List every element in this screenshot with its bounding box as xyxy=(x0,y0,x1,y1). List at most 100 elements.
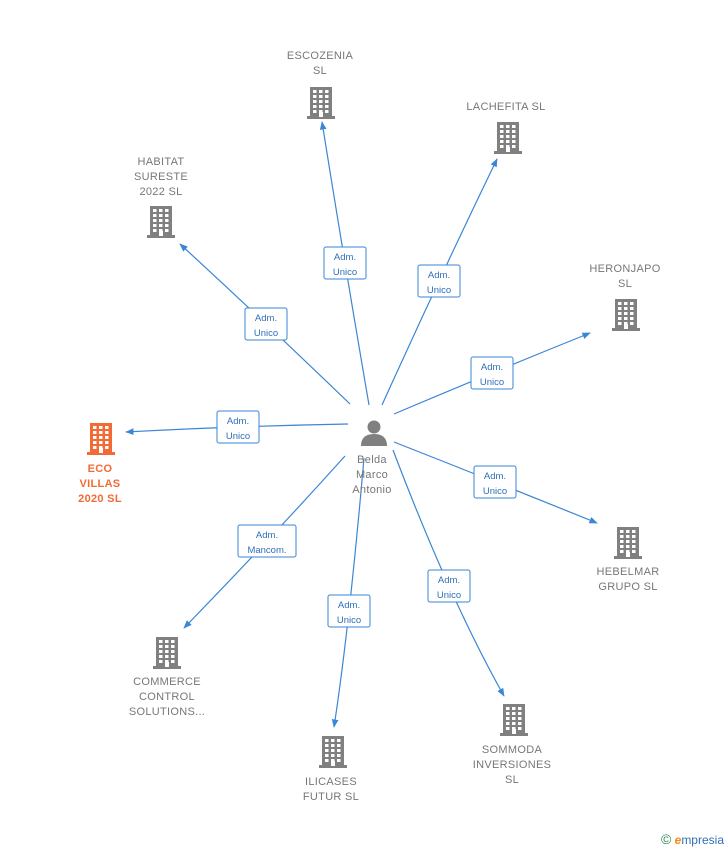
node-label-line: SL xyxy=(618,278,632,290)
role-text: Adm. xyxy=(428,270,450,281)
building-window xyxy=(624,307,628,310)
building-window xyxy=(159,209,163,212)
role-box xyxy=(473,465,517,499)
node-label-line: SOMMODA xyxy=(482,744,543,756)
building-window xyxy=(153,214,157,217)
role-badge-heronjapo[interactable]: Adm.Unico xyxy=(470,356,514,390)
building-base xyxy=(612,328,640,331)
role-badge-ilicases[interactable]: Adm.Unico xyxy=(327,594,371,628)
building-window xyxy=(171,660,175,663)
role-badge-lachefita[interactable]: Adm.Unico xyxy=(417,264,461,298)
building-window xyxy=(153,209,157,212)
node-label-line: LACHEFITA SL xyxy=(466,101,545,113)
building-window xyxy=(93,441,97,444)
building-window xyxy=(331,754,335,757)
building-window xyxy=(159,640,163,643)
building-window xyxy=(165,214,169,217)
node-label-line: Antonio xyxy=(352,484,391,496)
node-label-line: ILICASES xyxy=(305,776,357,788)
role-text: Adm. xyxy=(484,471,506,482)
role-box xyxy=(323,246,367,280)
building-window xyxy=(99,441,103,444)
building-window xyxy=(319,90,323,93)
building-window xyxy=(313,95,317,98)
building-window xyxy=(99,426,103,429)
building-window xyxy=(626,530,630,533)
building-window xyxy=(105,446,109,449)
node-label-line: CONTROL xyxy=(139,691,195,703)
building-window xyxy=(630,322,634,325)
role-text: Adm. xyxy=(334,252,356,263)
node-label-line: SL xyxy=(505,774,519,786)
building-door xyxy=(319,112,323,117)
role-text: Adm. xyxy=(481,362,503,373)
building-window xyxy=(337,739,341,742)
building-window xyxy=(159,219,163,222)
building-window xyxy=(624,317,628,320)
building-icon xyxy=(500,704,528,736)
building-window xyxy=(620,535,624,538)
building-window xyxy=(159,214,163,217)
node-label-line: VILLAS xyxy=(80,478,121,490)
building-base xyxy=(147,235,175,238)
building-base xyxy=(614,556,642,559)
role-badge-eco[interactable]: Adm.Unico xyxy=(216,410,260,444)
building-icon xyxy=(612,299,640,331)
building-window xyxy=(630,302,634,305)
building-window xyxy=(632,535,636,538)
building-icon xyxy=(153,637,181,669)
node-lachefita[interactable]: LACHEFITA SL xyxy=(466,101,545,154)
building-base xyxy=(319,765,347,768)
building-window xyxy=(171,640,175,643)
building-icon xyxy=(307,87,335,119)
building-icon xyxy=(147,206,175,238)
building-window xyxy=(159,229,163,232)
building-window xyxy=(500,125,504,128)
building-window xyxy=(165,229,169,232)
role-badge-sommoda[interactable]: Adm.Unico xyxy=(427,569,471,603)
building-window xyxy=(105,431,109,434)
building-base xyxy=(500,733,528,736)
building-window xyxy=(331,759,335,762)
role-badge-hebelmar[interactable]: Adm.Unico xyxy=(473,465,517,499)
building-window xyxy=(624,312,628,315)
node-label-line: Belda xyxy=(357,454,387,466)
building-window xyxy=(620,540,624,543)
building-window xyxy=(331,749,335,752)
brand-initial: e xyxy=(674,833,682,847)
building-window xyxy=(105,426,109,429)
building-window xyxy=(632,540,636,543)
building-window xyxy=(93,436,97,439)
person-body xyxy=(361,434,387,446)
building-window xyxy=(506,140,510,143)
role-box xyxy=(427,569,471,603)
building-window xyxy=(512,135,516,138)
node-label-line: 2020 SL xyxy=(78,493,122,505)
node-label: LACHEFITA SL xyxy=(466,101,545,113)
building-window xyxy=(618,317,622,320)
role-badge-commerce[interactable]: Adm.Mancom. xyxy=(237,524,297,558)
building-window xyxy=(512,722,516,725)
role-badge-escozenia[interactable]: Adm.Unico xyxy=(323,246,367,280)
building-window xyxy=(325,105,329,108)
node-label-line: HEBELMAR xyxy=(597,566,660,578)
role-badge-habitat[interactable]: Adm.Unico xyxy=(244,307,288,341)
building-window xyxy=(512,712,516,715)
building-window xyxy=(518,722,522,725)
building-window xyxy=(512,125,516,128)
building-window xyxy=(165,640,169,643)
role-box xyxy=(216,410,260,444)
building-window xyxy=(506,717,510,720)
